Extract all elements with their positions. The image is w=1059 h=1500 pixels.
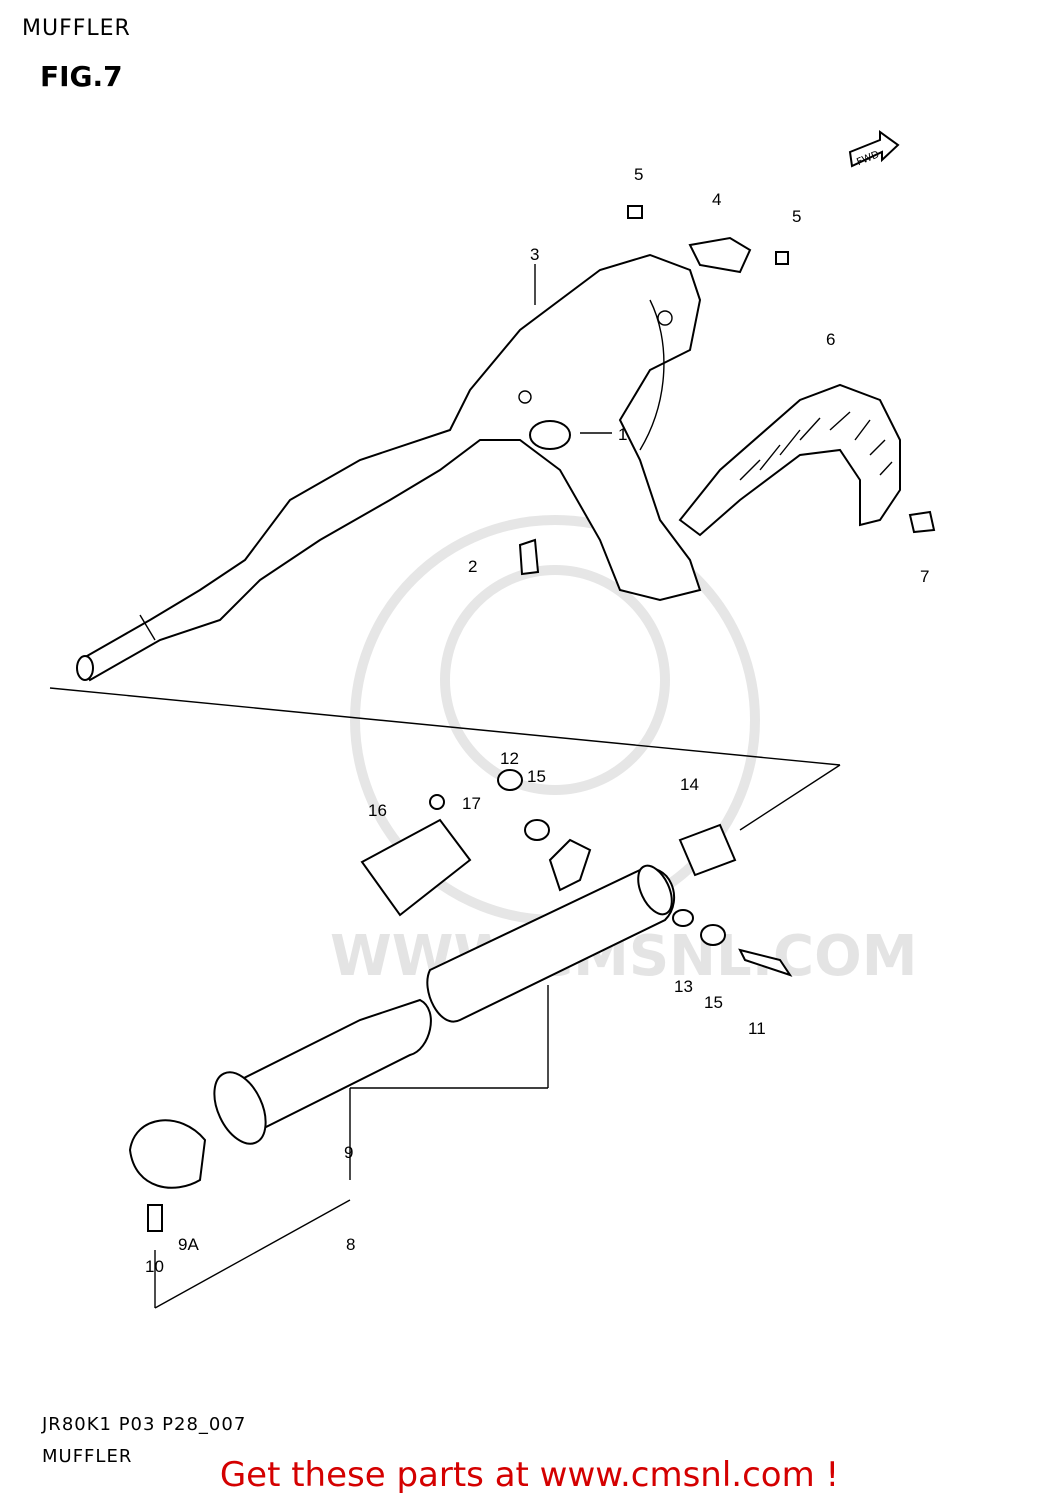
leader-lines: [49, 264, 841, 1309]
heat-guard: [678, 383, 901, 537]
callout-9: 9: [344, 1143, 353, 1162]
silencer-assembly: [128, 769, 793, 1232]
callout-16: 16: [368, 801, 387, 820]
page-header-title: MUFFLER: [22, 16, 131, 41]
callout-17: 17: [462, 794, 481, 813]
callout-8: 8: [346, 1235, 355, 1254]
callout-14: 14: [680, 775, 699, 794]
callout-5a: 5: [634, 165, 643, 184]
callout-11: 11: [748, 1019, 766, 1038]
callouts: 1 2 3 4 5 5 6 7 8 9 9A 10 11 12 13 14 15…: [145, 165, 929, 1276]
footer-title: MUFFLER: [42, 1446, 133, 1467]
callout-13: 13: [674, 977, 693, 996]
callout-2: 2: [468, 557, 477, 576]
muffler-stay-bracket: [518, 205, 936, 576]
figure-number: FIG.7: [40, 60, 123, 93]
forward-direction-arrow: FWD: [848, 130, 900, 168]
callout-7: 7: [920, 567, 929, 586]
callout-15b: 15: [704, 993, 723, 1012]
callout-4: 4: [712, 190, 721, 209]
callout-6: 6: [826, 330, 835, 349]
callout-10: 10: [145, 1257, 164, 1276]
exhaust-pipe-assembly: [76, 253, 702, 682]
callout-3: 3: [530, 245, 539, 264]
callout-9a: 9A: [178, 1235, 199, 1254]
callout-15a: 15: [527, 767, 546, 786]
callout-5b: 5: [792, 207, 801, 226]
diagram-reference-code: JR80K1 P03 P28_007: [42, 1414, 247, 1435]
callout-12: 12: [500, 749, 519, 768]
callout-1: 1: [618, 425, 627, 444]
cta-link-text[interactable]: Get these parts at www.cmsnl.com !: [219, 1455, 840, 1495]
